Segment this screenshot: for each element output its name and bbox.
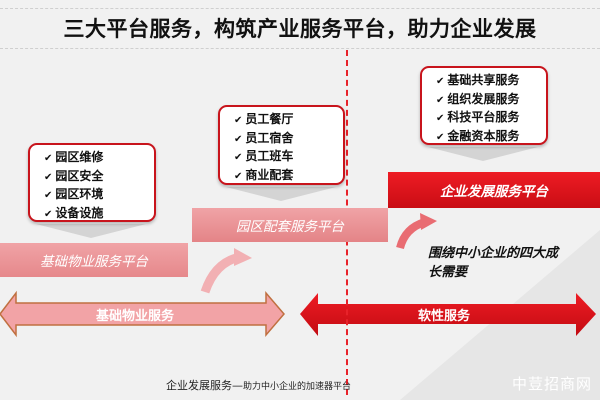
list-item: 员工餐厅 xyxy=(234,111,343,130)
caption: 企业发展服务—助力中小企业的加速器平台 xyxy=(166,377,351,393)
box-pointer xyxy=(428,147,538,161)
growth-needs-text: 围绕中小企业的四大成长需要 xyxy=(428,246,559,280)
park-platform-bar: 园区配套服务平台 xyxy=(192,208,388,242)
caption-sub: 助力中小企业的加速器平台 xyxy=(243,382,352,392)
list-item: 金融资本服务 xyxy=(436,128,546,147)
box-pointer xyxy=(226,187,336,201)
enterprise-platform-bar: 企业发展服务平台 xyxy=(388,172,600,208)
park-services-list: 员工餐厅 员工宿舍 员工班车 商业配套 xyxy=(218,105,345,185)
list-item: 员工班车 xyxy=(234,148,343,167)
list-item: 设备设施 xyxy=(44,205,154,224)
list-item: 基础共享服务 xyxy=(436,72,546,91)
page-title: 三大平台服务，构筑产业服务平台，助力企业发展 xyxy=(0,8,600,49)
basic-service-double-arrow xyxy=(0,290,285,338)
list-item: 园区安全 xyxy=(44,168,154,187)
enterprise-services-list: 基础共享服务 组织发展服务 科技平台服务 金融资本服务 xyxy=(420,66,548,145)
caption-main: 企业发展服务— xyxy=(166,379,243,392)
watermark: 中荳招商网 xyxy=(512,375,593,393)
box-pointer xyxy=(36,224,146,238)
basic-platform-bar: 基础物业服务平台 xyxy=(0,243,188,277)
basic-services-list: 园区维修 园区安全 园区环境 设备设施 xyxy=(28,143,156,222)
list-item: 员工宿舍 xyxy=(234,130,343,149)
list-item: 组织发展服务 xyxy=(436,91,546,110)
soft-service-label: 软性服务 xyxy=(418,309,471,324)
list-item: 园区维修 xyxy=(44,149,154,168)
list-item: 商业配套 xyxy=(234,167,343,186)
soft-service-double-arrow xyxy=(300,293,596,336)
list-item: 科技平台服务 xyxy=(436,109,546,128)
list-item: 园区环境 xyxy=(44,186,154,205)
basic-service-label: 基础物业服务 xyxy=(96,309,175,324)
